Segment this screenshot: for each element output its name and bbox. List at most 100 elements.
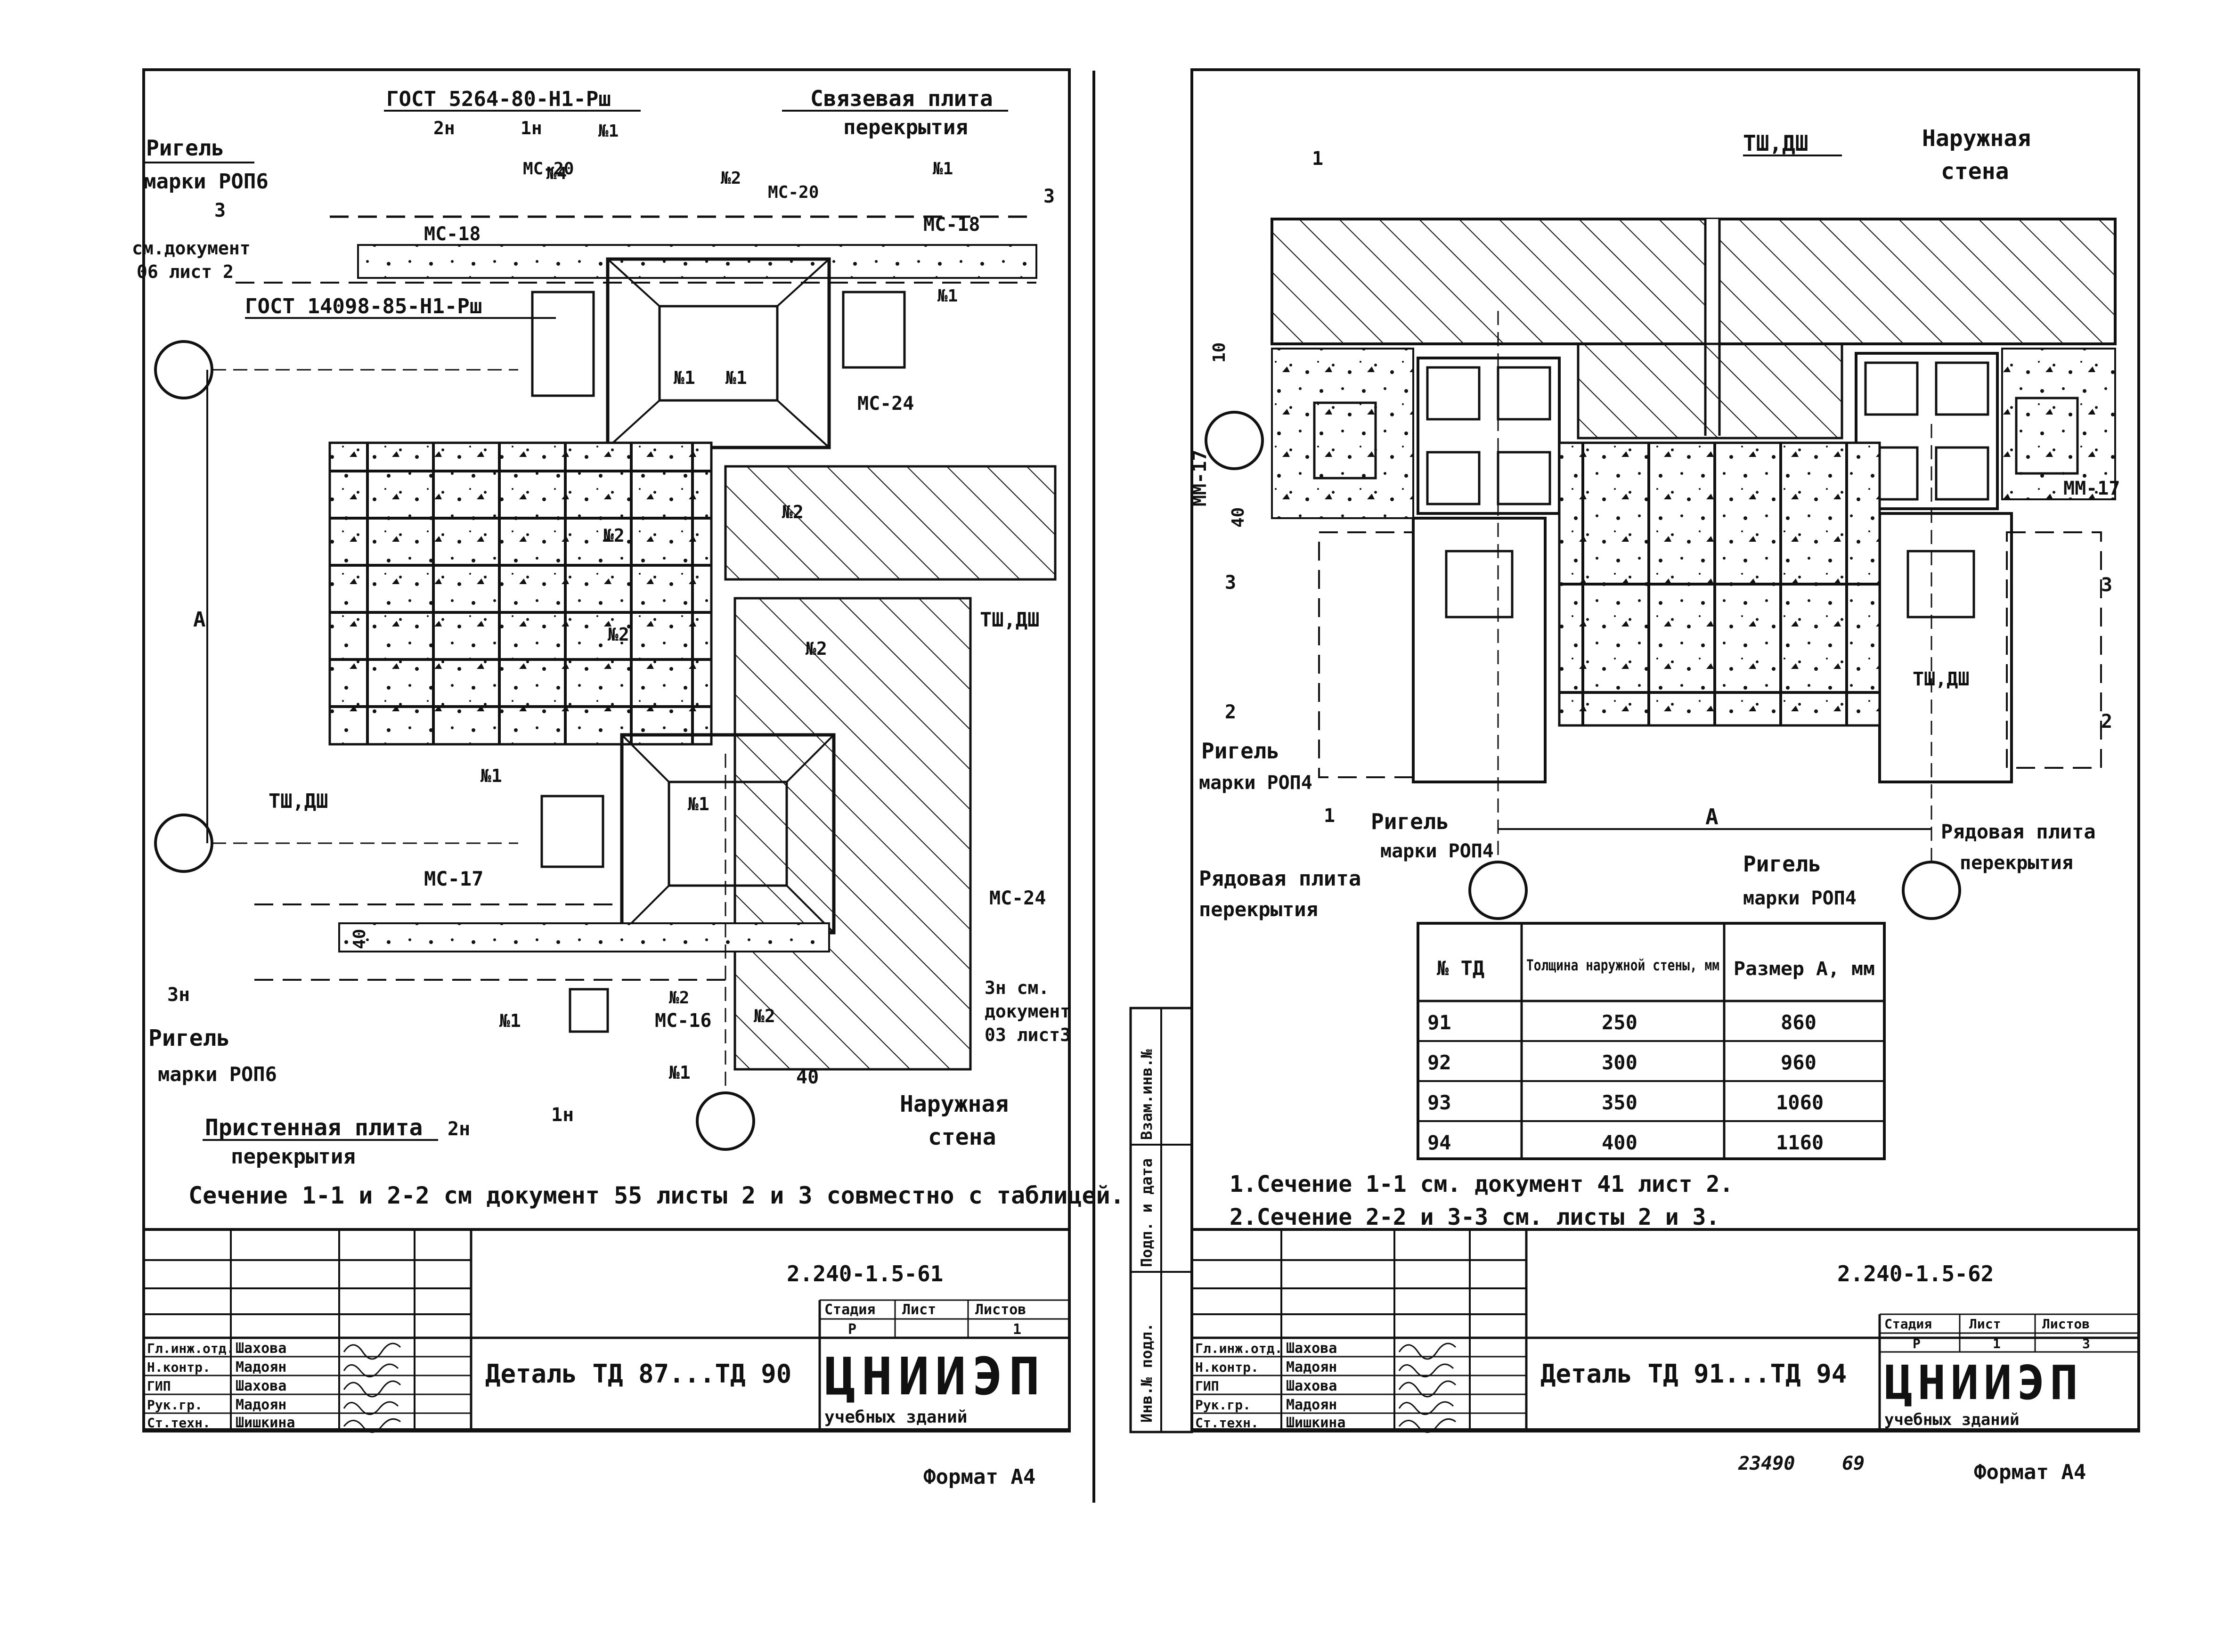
gost-label-2: ГОСТ 14098-85-Н1-Рш bbox=[245, 294, 482, 318]
column-lower-core bbox=[668, 781, 788, 887]
callout: №2 bbox=[603, 525, 625, 546]
outer-wall-label-2: стена bbox=[928, 1124, 996, 1150]
signatures bbox=[1398, 1343, 1457, 1433]
table-cell: 860 bbox=[1781, 1011, 1817, 1034]
inventory-number: 23490 bbox=[1738, 1453, 1795, 1474]
outer-wall-hatch bbox=[1271, 218, 2117, 345]
row-plate-left: Рядовая плита bbox=[1199, 867, 1361, 891]
sheets-header: Листов bbox=[2042, 1316, 2090, 1332]
rigel-right-label: Ригель bbox=[1743, 851, 1821, 877]
slab-top-layer bbox=[357, 244, 1037, 279]
axis-marker bbox=[1468, 861, 1528, 920]
doc-title: Деталь ТД 91...ТД 94 bbox=[1540, 1359, 1847, 1389]
table-cell: 1160 bbox=[1776, 1131, 1824, 1154]
table-header: Размер А, мм bbox=[1734, 958, 1875, 980]
table-cell: 93 bbox=[1427, 1091, 1451, 1114]
sheet-1: ГОСТ 5264-80-Н1-Рш Ригель марки РОП6 см.… bbox=[132, 68, 1124, 1489]
tie-plate-label-2: перекрытия bbox=[843, 115, 968, 139]
wall-plate-section bbox=[328, 441, 713, 746]
axis-marker bbox=[1205, 411, 1264, 470]
side-stamp-label: Инв.№ подл. bbox=[1138, 1323, 1156, 1423]
column-left bbox=[1417, 357, 1561, 515]
sheet-1-note: Сечение 1-1 и 2-2 см документ 55 листы 2… bbox=[188, 1182, 1124, 1209]
column-diag bbox=[607, 258, 660, 307]
dimension-text: 3 bbox=[2101, 574, 2112, 596]
gost-label: ГОСТ 5264-80-Н1-Рш bbox=[386, 87, 611, 111]
column-diag bbox=[776, 399, 830, 448]
stamp-role: Ст.техн. bbox=[1195, 1415, 1259, 1431]
stamp-name: Шахова bbox=[236, 1340, 286, 1357]
outer-wall-hatch bbox=[733, 597, 972, 1071]
table-cell: 94 bbox=[1427, 1131, 1451, 1154]
stamp-role: Рук.гр. bbox=[1195, 1397, 1251, 1413]
embedded-plate bbox=[569, 988, 609, 1033]
org-name: учебных зданий bbox=[1884, 1410, 2020, 1429]
table-header: Толщина наружной стены, мм bbox=[1526, 956, 1719, 974]
stamp-role: Гл.инж.отд. bbox=[1195, 1341, 1282, 1356]
column-right bbox=[1855, 352, 1999, 510]
title-block: 2.240-1.5-61 Деталь ТД 87...ТД 90 Стадия… bbox=[142, 1228, 1071, 1433]
dimension-text: 2н bbox=[433, 118, 455, 138]
stamp-name: Шахова bbox=[1286, 1340, 1337, 1357]
dimension-text: 2н bbox=[448, 1118, 470, 1140]
stamp-name: Мадоян bbox=[236, 1359, 286, 1375]
dimension-text: 1 bbox=[1312, 148, 1323, 170]
signatures bbox=[343, 1343, 401, 1433]
format-label: Формат А4 bbox=[1974, 1460, 2086, 1484]
tsh-dsh-label: ТШ,ДШ bbox=[980, 608, 1039, 631]
callout: №2 bbox=[668, 988, 689, 1008]
wall-hatch bbox=[1577, 342, 1843, 439]
mm17-right-label: ММ-17 bbox=[2063, 478, 2120, 499]
callout: №2 bbox=[607, 624, 629, 645]
stamp-role: Н.контр. bbox=[147, 1359, 211, 1375]
tie-plate-label: Связевая плита bbox=[810, 86, 993, 111]
slab-bottom-layer bbox=[338, 922, 830, 952]
dimension-text: А bbox=[1705, 804, 1719, 830]
tsh-dsh-mid: ТШ,ДШ bbox=[1913, 668, 1969, 690]
dimension-text: 3 bbox=[1043, 186, 1055, 207]
stage-value: Р bbox=[1913, 1336, 1921, 1351]
stamp-name: Шишкина bbox=[236, 1415, 295, 1431]
org-name: учебных зданий bbox=[824, 1408, 967, 1427]
table-cell: 92 bbox=[1427, 1051, 1451, 1074]
see-doc-bottom: 3н см. bbox=[985, 977, 1049, 998]
callout: МС-24 bbox=[989, 887, 1046, 909]
stamp-role: Н.контр. bbox=[1195, 1359, 1259, 1375]
table-cell: 350 bbox=[1602, 1091, 1637, 1114]
callout: №2 bbox=[782, 502, 804, 522]
table-header: № ТД bbox=[1436, 957, 1484, 980]
callout: МС-20 bbox=[768, 183, 819, 202]
column-upper-core bbox=[658, 305, 779, 402]
sheet-header: Лист bbox=[902, 1302, 936, 1318]
see-doc-bottom-2: документ bbox=[985, 1001, 1071, 1022]
rebar-grid bbox=[1559, 443, 1880, 725]
sheets-value: 3 bbox=[2082, 1336, 2090, 1351]
callout: МС-17 bbox=[424, 867, 483, 890]
callout: №1 bbox=[687, 794, 709, 814]
org-logo: ЦНИИЭП bbox=[1884, 1355, 2083, 1410]
embedded-plate bbox=[531, 291, 595, 397]
row-plate-left-2: перекрытия bbox=[1199, 898, 1318, 921]
dimension-table: № ТД Толщина наружной стены, мм Размер А… bbox=[1417, 922, 1886, 1160]
dimension-text: 1н bbox=[521, 118, 542, 138]
sheet-header: Лист bbox=[1969, 1316, 2001, 1332]
dimension-text: 10 bbox=[1210, 342, 1229, 363]
outer-wall-label: Наружная bbox=[1922, 125, 2031, 152]
callout: №2 bbox=[753, 1006, 775, 1026]
callout: МС-16 bbox=[655, 1010, 711, 1032]
side-stamp: Инв.№ подл. Подп. и дата Взам.инв.№ bbox=[1129, 1007, 1193, 1433]
mm17-left-label: ММ-17 bbox=[1189, 450, 1211, 506]
tsh-dsh-label: ТШ,ДШ bbox=[1743, 130, 1808, 156]
stamp-role: ГИП bbox=[147, 1378, 171, 1394]
callout: №1 bbox=[668, 1062, 691, 1083]
axis-marker bbox=[696, 1091, 755, 1151]
see-doc-label: см.документ bbox=[132, 238, 251, 259]
stamp-role: Гл.инж.отд. bbox=[147, 1341, 234, 1356]
column-left-lower bbox=[1412, 517, 1547, 783]
org-logo: ЦНИИЭП bbox=[824, 1346, 1045, 1407]
see-doc-bottom-3: 03 лист3 bbox=[985, 1025, 1071, 1045]
dimension-text: 40 bbox=[350, 929, 369, 949]
sheets-value: 1 bbox=[1013, 1321, 1021, 1338]
rigel-mid-label: Ригель bbox=[1371, 809, 1449, 834]
